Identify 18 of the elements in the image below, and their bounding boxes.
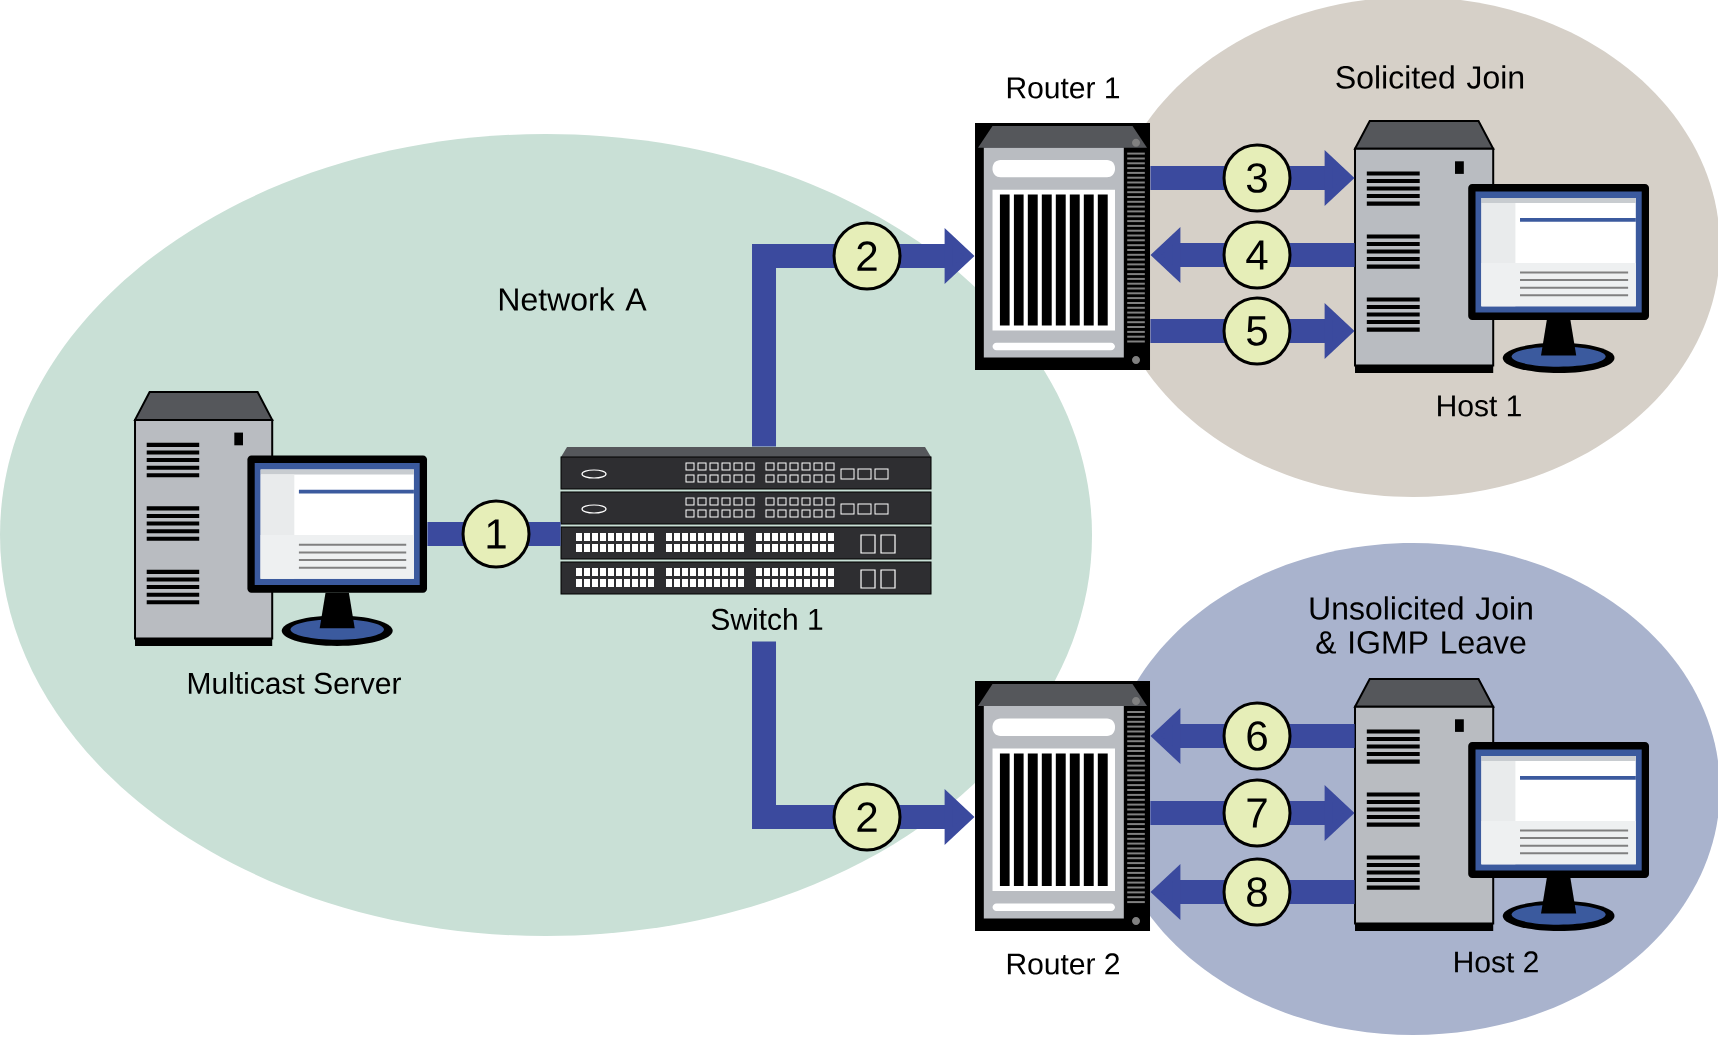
device-label: Router 1 xyxy=(1007,77,1120,99)
device-label: Host 1 xyxy=(1438,395,1521,417)
edge-label: 1 xyxy=(461,499,531,569)
device-label: Switch 1 xyxy=(711,608,823,630)
region-label: Unsolicited Join & IGMP Leave xyxy=(1310,596,1532,654)
device-label: Multicast Server xyxy=(188,672,401,694)
edge-label: 7 xyxy=(1222,778,1292,848)
edge-label: 8 xyxy=(1222,857,1292,927)
edge-label: 2 xyxy=(832,782,902,852)
edge-label: 6 xyxy=(1222,701,1292,771)
region-label: Network A xyxy=(499,287,647,311)
edge-label: 5 xyxy=(1222,296,1292,366)
edge-label: 2 xyxy=(832,221,902,291)
region-label: Solicited Join xyxy=(1336,65,1524,89)
edge-label: 3 xyxy=(1222,143,1292,213)
edge-label: 4 xyxy=(1222,220,1292,290)
device-label: Host 2 xyxy=(1455,951,1538,973)
device-label: Router 2 xyxy=(1007,953,1119,975)
